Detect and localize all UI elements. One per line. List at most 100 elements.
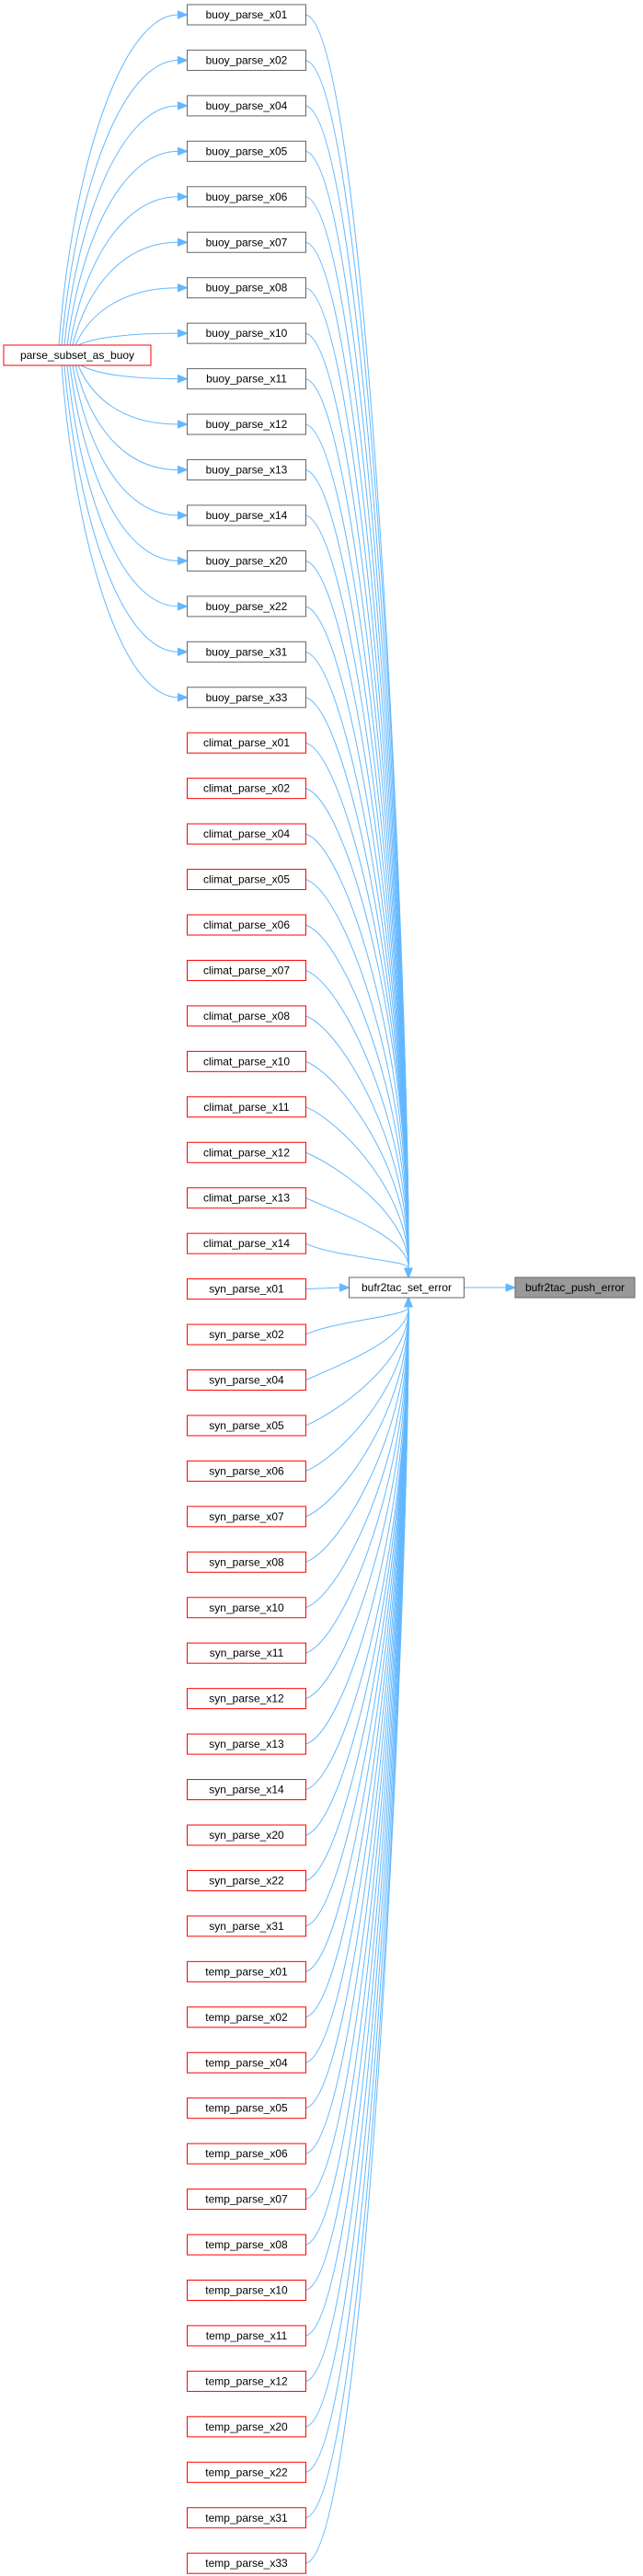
node-temp-parse-x04-label: temp_parse_x04 [205, 2056, 288, 2069]
edge-parse-subset-as-buoy-to-buoy-parse-x01 [58, 10, 189, 346]
node-temp-parse-x12[interactable]: temp_parse_x12 [187, 2370, 306, 2392]
node-syn-parse-x10[interactable]: syn_parse_x10 [187, 1597, 306, 1619]
node-temp-parse-x20[interactable]: temp_parse_x20 [187, 2416, 306, 2438]
node-climat-parse-x07[interactable]: climat_parse_x07 [187, 959, 306, 981]
node-buoy-parse-x07[interactable]: buoy_parse_x07 [187, 231, 306, 253]
node-buoy-parse-x13[interactable]: buoy_parse_x13 [187, 459, 306, 480]
node-buoy-parse-x14[interactable]: buoy_parse_x14 [187, 504, 306, 526]
node-temp-parse-x07[interactable]: temp_parse_x07 [187, 2189, 306, 2211]
node-syn-parse-x31[interactable]: syn_parse_x31 [187, 1915, 306, 1937]
edge-temp-parse-x33-to-bufr2tac-set-error [305, 1296, 413, 2564]
node-buoy-parse-x10-box [187, 322, 306, 344]
node-syn-parse-x02-box [187, 1323, 306, 1346]
node-climat-parse-x08[interactable]: climat_parse_x08 [187, 1005, 306, 1027]
node-climat-parse-x12[interactable]: climat_parse_x12 [187, 1141, 306, 1163]
node-temp-parse-x04[interactable]: temp_parse_x04 [187, 2051, 306, 2074]
edge-buoy-parse-x06-to-bufr2tac-set-error [305, 196, 413, 1279]
node-climat-parse-x13-box [187, 1187, 306, 1209]
node-climat-parse-x05[interactable]: climat_parse_x05 [187, 869, 306, 891]
node-bufr2tac-set-error[interactable]: bufr2tac_set_error [349, 1276, 465, 1299]
node-temp-parse-x01[interactable]: temp_parse_x01 [187, 1960, 306, 1982]
edge-parse-subset-as-buoy-to-buoy-parse-x14 [72, 364, 189, 520]
node-climat-parse-x05-box [187, 869, 306, 891]
node-climat-parse-x14[interactable]: climat_parse_x14 [187, 1232, 306, 1254]
node-syn-parse-x13-label: syn_parse_x13 [209, 1738, 284, 1750]
node-temp-parse-x04-box [187, 2051, 306, 2074]
node-temp-parse-x22[interactable]: temp_parse_x22 [187, 2461, 306, 2483]
edge-temp-parse-x20-to-bufr2tac-set-error [305, 1296, 413, 2428]
node-buoy-parse-x04[interactable]: buoy_parse_x04 [187, 95, 306, 117]
node-syn-parse-x31-label: syn_parse_x31 [209, 1920, 284, 1933]
node-syn-parse-x14[interactable]: syn_parse_x14 [187, 1779, 306, 1801]
node-buoy-parse-x08-box [187, 277, 306, 299]
node-climat-parse-x06-box [187, 914, 306, 936]
edge-parse-subset-as-buoy-to-buoy-parse-x10 [77, 329, 189, 346]
edge-parse-subset-as-buoy-to-buoy-parse-x31 [63, 364, 189, 657]
edge-parse-subset-as-buoy-to-buoy-parse-x20 [69, 364, 189, 566]
node-syn-parse-x05[interactable]: syn_parse_x05 [187, 1415, 306, 1437]
edge-climat-parse-x08-to-bufr2tac-set-error [305, 1015, 413, 1279]
node-buoy-parse-x22[interactable]: buoy_parse_x22 [187, 595, 306, 618]
node-syn-parse-x12[interactable]: syn_parse_x12 [187, 1688, 306, 1710]
node-syn-parse-x11[interactable]: syn_parse_x11 [187, 1642, 306, 1664]
node-parse-subset-as-buoy[interactable]: parse_subset_as_buoy [3, 344, 152, 366]
node-temp-parse-x12-box [187, 2370, 306, 2392]
edge-temp-parse-x10-to-bufr2tac-set-error [305, 1296, 413, 2291]
node-climat-parse-x13[interactable]: climat_parse_x13 [187, 1187, 306, 1209]
node-buoy-parse-x02[interactable]: buoy_parse_x02 [187, 49, 306, 71]
node-buoy-parse-x20[interactable]: buoy_parse_x20 [187, 549, 306, 572]
node-syn-parse-x06[interactable]: syn_parse_x06 [187, 1460, 306, 1482]
node-climat-parse-x06[interactable]: climat_parse_x06 [187, 914, 306, 936]
node-syn-parse-x12-box [187, 1688, 306, 1710]
node-syn-parse-x07[interactable]: syn_parse_x07 [187, 1506, 306, 1528]
node-syn-parse-x08-box [187, 1551, 306, 1573]
node-climat-parse-x02-label: climat_parse_x02 [203, 782, 290, 795]
node-buoy-parse-x10[interactable]: buoy_parse_x10 [187, 322, 306, 344]
node-temp-parse-x06[interactable]: temp_parse_x06 [187, 2143, 306, 2165]
node-syn-parse-x14-label: syn_parse_x14 [209, 1784, 284, 1796]
node-syn-parse-x04-label: syn_parse_x04 [209, 1374, 284, 1387]
node-temp-parse-x10[interactable]: temp_parse_x10 [187, 2280, 306, 2301]
node-climat-parse-x02-box [187, 778, 306, 800]
node-climat-parse-x02[interactable]: climat_parse_x02 [187, 778, 306, 800]
node-buoy-parse-x13-box [187, 459, 306, 480]
edge-syn-parse-x01-to-bufr2tac-set-error [305, 1283, 350, 1292]
node-syn-parse-x08[interactable]: syn_parse_x08 [187, 1551, 306, 1573]
node-bufr2tac-push-error[interactable]: bufr2tac_push_error [514, 1276, 636, 1299]
node-buoy-parse-x31[interactable]: buoy_parse_x31 [187, 641, 306, 663]
node-temp-parse-x11[interactable]: temp_parse_x11 [187, 2325, 306, 2347]
node-buoy-parse-x08[interactable]: buoy_parse_x08 [187, 277, 306, 299]
node-syn-parse-x06-label: syn_parse_x06 [209, 1464, 284, 1477]
node-temp-parse-x31[interactable]: temp_parse_x31 [187, 2507, 306, 2529]
node-buoy-parse-x14-box [187, 504, 306, 526]
node-climat-parse-x01[interactable]: climat_parse_x01 [187, 732, 306, 754]
node-buoy-parse-x01[interactable]: buoy_parse_x01 [187, 4, 306, 26]
node-buoy-parse-x33[interactable]: buoy_parse_x33 [187, 687, 306, 709]
node-buoy-parse-x05[interactable]: buoy_parse_x05 [187, 140, 306, 162]
node-climat-parse-x04[interactable]: climat_parse_x04 [187, 823, 306, 845]
node-syn-parse-x20[interactable]: syn_parse_x20 [187, 1824, 306, 1846]
node-climat-parse-x12-label: climat_parse_x12 [203, 1146, 290, 1159]
node-temp-parse-x05[interactable]: temp_parse_x05 [187, 2097, 306, 2120]
node-climat-parse-x10[interactable]: climat_parse_x10 [187, 1050, 306, 1072]
node-climat-parse-x11[interactable]: climat_parse_x11 [187, 1096, 306, 1118]
node-buoy-parse-x06[interactable]: buoy_parse_x06 [187, 186, 306, 208]
node-syn-parse-x04[interactable]: syn_parse_x04 [187, 1369, 306, 1391]
node-buoy-parse-x06-label: buoy_parse_x06 [206, 191, 288, 203]
node-climat-parse-x06-label: climat_parse_x06 [203, 918, 290, 931]
node-buoy-parse-x12[interactable]: buoy_parse_x12 [187, 413, 306, 435]
edge-syn-parse-x02-to-bufr2tac-set-error [305, 1296, 413, 1335]
node-syn-parse-x05-box [187, 1415, 306, 1437]
node-temp-parse-x33[interactable]: temp_parse_x33 [187, 2552, 306, 2574]
node-temp-parse-x08[interactable]: temp_parse_x08 [187, 2234, 306, 2256]
node-temp-parse-x02[interactable]: temp_parse_x02 [187, 2006, 306, 2028]
edge-buoy-parse-x08-to-bufr2tac-set-error [305, 287, 413, 1279]
edge-parse-subset-as-buoy-to-buoy-parse-x06 [69, 192, 189, 346]
node-buoy-parse-x33-box [187, 687, 306, 709]
node-syn-parse-x02[interactable]: syn_parse_x02 [187, 1323, 306, 1346]
node-syn-parse-x01[interactable]: syn_parse_x01 [187, 1278, 306, 1300]
node-syn-parse-x13[interactable]: syn_parse_x13 [187, 1733, 306, 1755]
node-climat-parse-x10-box [187, 1050, 306, 1072]
node-syn-parse-x22[interactable]: syn_parse_x22 [187, 1869, 306, 1891]
node-buoy-parse-x11[interactable]: buoy_parse_x11 [187, 368, 306, 390]
